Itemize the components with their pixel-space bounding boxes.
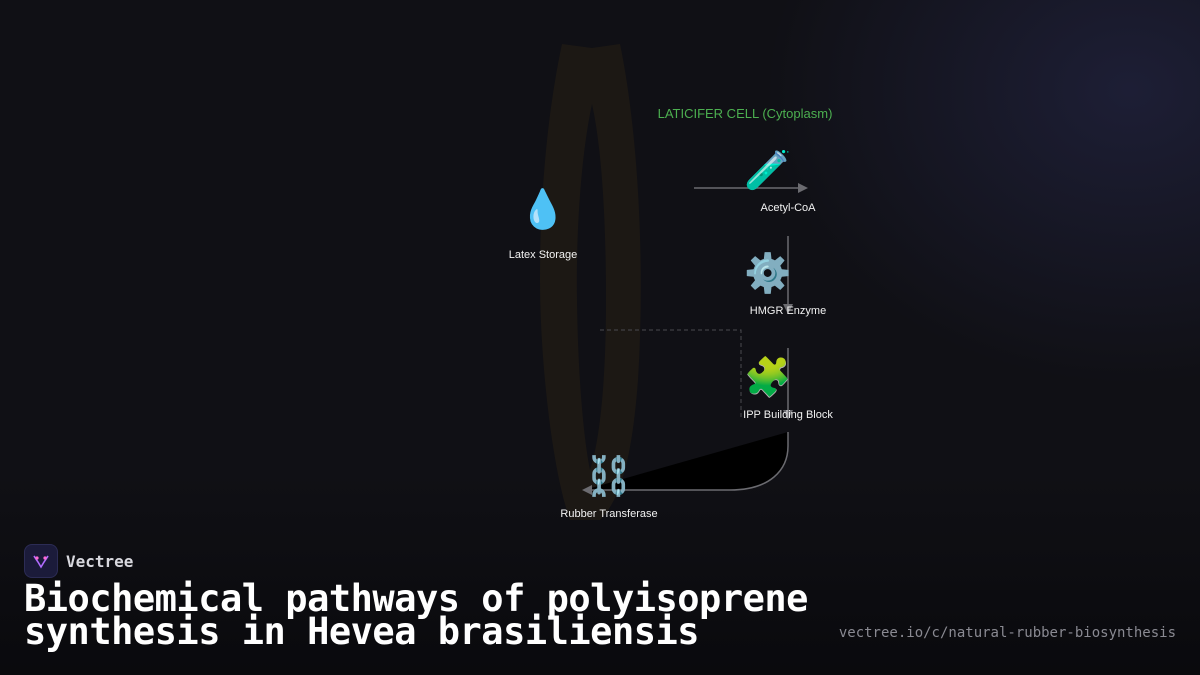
page-title: Biochemical pathways of polyisoprene syn… bbox=[24, 577, 824, 653]
vectree-logo-icon bbox=[24, 544, 58, 578]
ipp-building-block-label: IPP Building Block bbox=[743, 409, 833, 421]
title-line-2: synthesis in Hevea brasiliensis bbox=[24, 610, 700, 653]
test-tube-icon: 🧪 bbox=[744, 148, 792, 192]
latex-storage-label: Latex Storage bbox=[508, 249, 578, 261]
hmgr-enzyme-label: HMGR Enzyme bbox=[749, 305, 827, 317]
rubber-transferase-label: Rubber Transferase bbox=[560, 508, 658, 520]
brand: Vectree bbox=[24, 544, 133, 578]
gear-icon: ⚙️ bbox=[744, 251, 792, 295]
laticifer-cell-label: LATICIFER CELL (Cytoplasm) bbox=[657, 106, 833, 121]
title-line-1: Biochemical pathways of polyisoprene bbox=[24, 577, 808, 620]
acetyl-coa-label: Acetyl-CoA bbox=[760, 202, 816, 214]
source-url[interactable]: vectree.io/c/natural-rubber-biosynthesis bbox=[838, 625, 1176, 641]
latex-vessel-shape bbox=[540, 44, 641, 520]
droplet-icon: 💧 bbox=[519, 187, 567, 231]
brand-name: Vectree bbox=[66, 551, 134, 571]
cell-boundary-dashed bbox=[600, 329, 742, 420]
chain-link-icon: ⛓️ bbox=[585, 454, 633, 498]
arrow-ipp-to-rubber-transferase bbox=[582, 432, 789, 495]
puzzle-piece-icon: 🧩 bbox=[744, 355, 792, 399]
